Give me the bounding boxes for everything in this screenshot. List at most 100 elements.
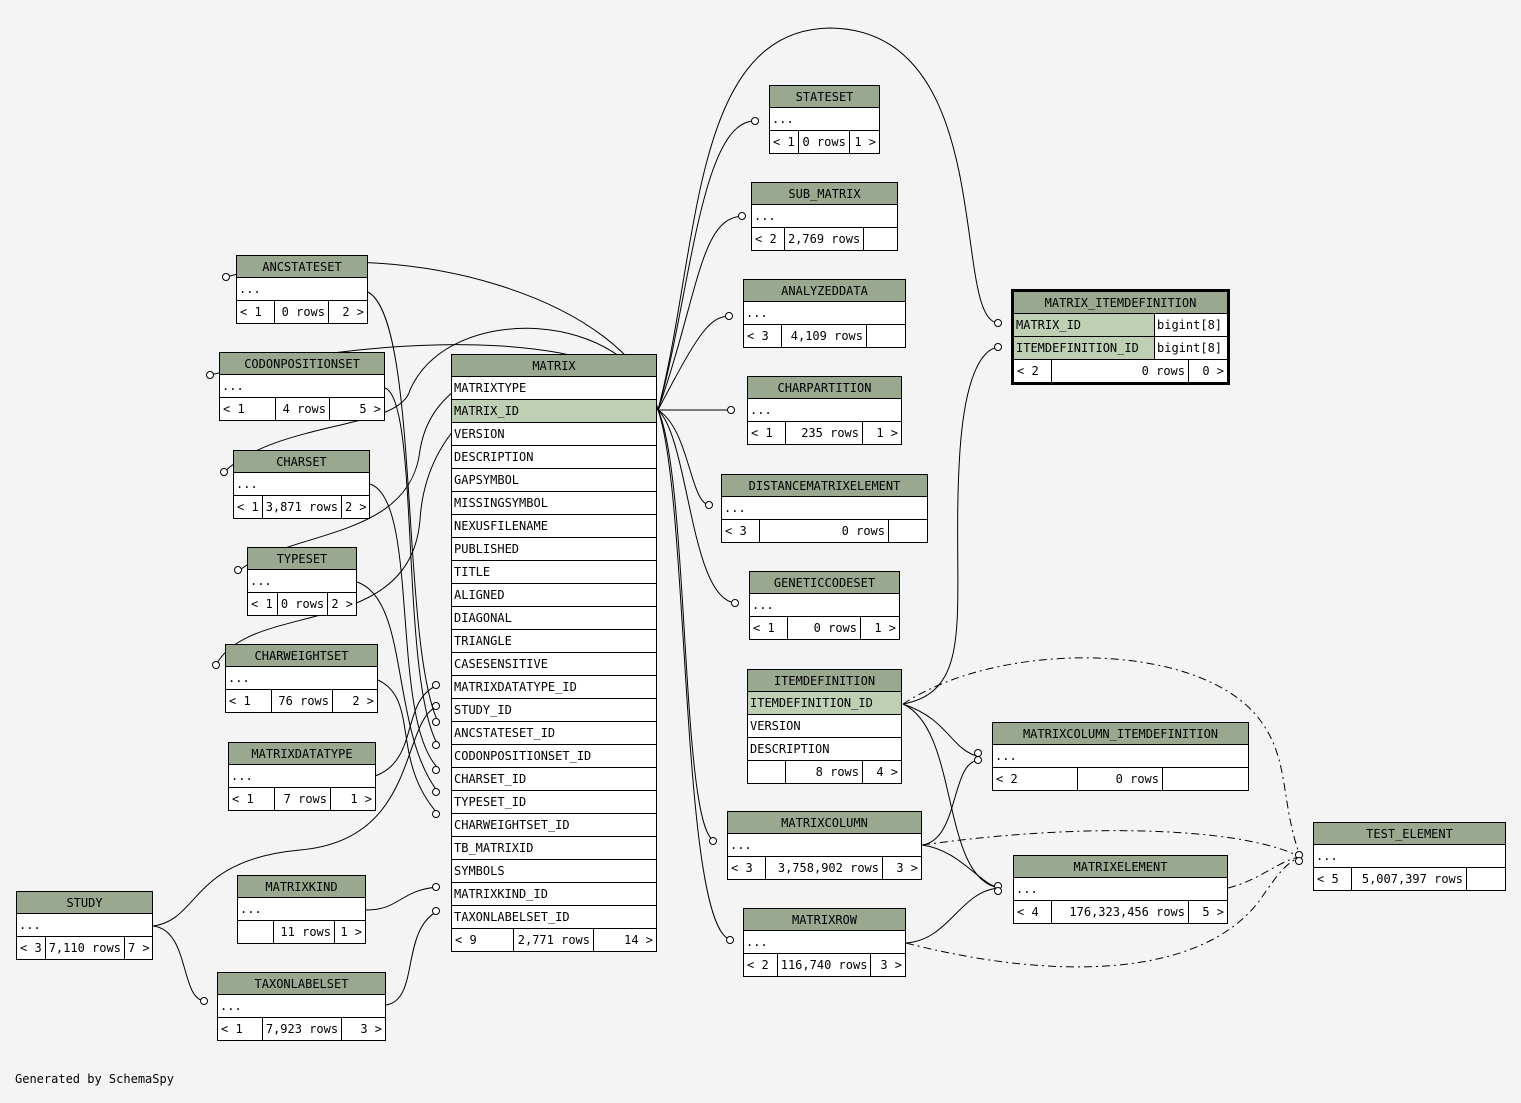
- table-title[interactable]: MATRIXCOLUMN: [728, 812, 921, 834]
- child-count[interactable]: [867, 325, 905, 347]
- table-title[interactable]: CHARWEIGHTSET: [226, 645, 377, 667]
- column-matrix-id[interactable]: MATRIX_ID bigint[8]: [1014, 314, 1227, 337]
- table-charpartition[interactable]: CHARPARTITION ... < 1 235 rows 1 >: [747, 376, 902, 445]
- parent-count[interactable]: < 2: [993, 768, 1078, 790]
- table-typeset[interactable]: TYPESET ... < 1 0 rows 2 >: [247, 547, 357, 616]
- table-title[interactable]: STATESET: [770, 86, 879, 108]
- column-matrixkind-id[interactable]: MATRIXKIND_ID: [452, 883, 656, 906]
- column-version[interactable]: VERSION: [452, 423, 656, 446]
- child-count[interactable]: 1 >: [340, 925, 362, 939]
- parent-count[interactable]: < 4: [1014, 901, 1052, 923]
- column-matrixdatatype-id[interactable]: MATRIXDATATYPE_ID: [452, 676, 656, 699]
- column-taxonlabelset-id[interactable]: TAXONLABELSET_ID: [452, 906, 656, 929]
- child-count[interactable]: [889, 520, 927, 542]
- table-title[interactable]: MATRIXDATATYPE: [229, 743, 375, 765]
- parent-count[interactable]: < 3: [17, 937, 46, 959]
- column-tb-matrixid[interactable]: TB_MATRIXID: [452, 837, 656, 860]
- table-charset[interactable]: CHARSET ... < 1 3,871 rows 2 >: [233, 450, 370, 519]
- column-matrix-id[interactable]: MATRIX_ID: [452, 400, 656, 423]
- table-matrixrow[interactable]: MATRIXROW ... < 2 116,740 rows 3 >: [743, 908, 906, 977]
- table-sub-matrix[interactable]: SUB_MATRIX ... < 2 2,769 rows: [751, 182, 898, 251]
- column-study-id[interactable]: STUDY_ID: [452, 699, 656, 722]
- parent-count[interactable]: < 1: [220, 398, 276, 420]
- column-diagonal[interactable]: DIAGONAL: [452, 607, 656, 630]
- table-codonpositionset[interactable]: CODONPOSITIONSET ... < 1 4 rows 5 >: [219, 352, 385, 421]
- table-taxonlabelset[interactable]: TAXONLABELSET ... < 1 7,923 rows 3 >: [217, 972, 386, 1041]
- column-typeset-id[interactable]: TYPESET_ID: [452, 791, 656, 814]
- column-aligned[interactable]: ALIGNED: [452, 584, 656, 607]
- table-title[interactable]: SUB_MATRIX: [752, 183, 897, 205]
- child-count[interactable]: 14 >: [624, 933, 653, 947]
- child-count[interactable]: 4 >: [876, 765, 898, 779]
- column-charweightset-id[interactable]: CHARWEIGHTSET_ID: [452, 814, 656, 837]
- parent-count[interactable]: < 1: [226, 690, 272, 712]
- column-published[interactable]: PUBLISHED: [452, 538, 656, 561]
- parent-count[interactable]: < 1: [750, 617, 788, 639]
- table-itemdefinition[interactable]: ITEMDEFINITION ITEMDEFINITION_ID VERSION…: [747, 669, 902, 784]
- parent-count[interactable]: < 2: [744, 954, 778, 976]
- table-title[interactable]: MATRIX: [452, 355, 656, 377]
- table-matrixdatatype[interactable]: MATRIXDATATYPE ... < 1 7 rows 1 >: [228, 742, 376, 811]
- child-count[interactable]: 1 >: [350, 792, 372, 806]
- child-count[interactable]: 5 >: [1202, 905, 1224, 919]
- parent-count[interactable]: [748, 761, 786, 783]
- column-casesensitive[interactable]: CASESENSITIVE: [452, 653, 656, 676]
- table-matrixcolumn[interactable]: MATRIXCOLUMN ... < 3 3,758,902 rows 3 >: [727, 811, 922, 880]
- table-title[interactable]: ANCSTATESET: [237, 256, 367, 278]
- table-title[interactable]: ANALYZEDDATA: [744, 280, 905, 302]
- parent-count[interactable]: < 5: [1314, 868, 1352, 890]
- parent-count[interactable]: < 1: [248, 593, 278, 615]
- parent-count[interactable]: < 1: [229, 788, 275, 810]
- table-title[interactable]: CODONPOSITIONSET: [220, 353, 384, 375]
- column-nexusfilename[interactable]: NEXUSFILENAME: [452, 515, 656, 538]
- table-title[interactable]: CHARSET: [234, 451, 369, 473]
- child-count[interactable]: 2 >: [344, 500, 367, 514]
- child-count[interactable]: 2 >: [342, 305, 364, 319]
- column-triangle[interactable]: TRIANGLE: [452, 630, 656, 653]
- table-charweightset[interactable]: CHARWEIGHTSET ... < 1 76 rows 2 >: [225, 644, 378, 713]
- column-ancstateset-id[interactable]: ANCSTATESET_ID: [452, 722, 656, 745]
- parent-count[interactable]: < 3: [744, 325, 782, 347]
- child-count[interactable]: 3 >: [360, 1022, 382, 1036]
- parent-count[interactable]: < 1: [770, 131, 800, 153]
- parent-count[interactable]: < 1: [218, 1018, 263, 1040]
- parent-count[interactable]: [238, 921, 274, 943]
- parent-count[interactable]: < 3: [728, 857, 766, 879]
- child-count[interactable]: 7 >: [127, 941, 150, 955]
- table-stateset[interactable]: STATESET ... < 1 0 rows 1 >: [769, 85, 880, 154]
- parent-count[interactable]: < 2: [752, 228, 785, 250]
- child-count[interactable]: 1 >: [854, 135, 876, 149]
- table-title[interactable]: DISTANCEMATRIXELEMENT: [722, 475, 927, 497]
- column-version[interactable]: VERSION: [748, 715, 901, 738]
- parent-count[interactable]: < 1: [748, 422, 786, 444]
- parent-count[interactable]: < 1: [237, 301, 275, 323]
- table-matrixelement[interactable]: MATRIXELEMENT ... < 4 176,323,456 rows 5…: [1013, 855, 1228, 924]
- child-count[interactable]: 3 >: [896, 861, 918, 875]
- child-count[interactable]: [1467, 868, 1505, 890]
- column-symbols[interactable]: SYMBOLS: [452, 860, 656, 883]
- table-matrixkind[interactable]: MATRIXKIND ... 11 rows 1 >: [237, 875, 366, 944]
- column-itemdefinition-id[interactable]: ITEMDEFINITION_ID: [748, 692, 901, 715]
- column-missingsymbol[interactable]: MISSINGSYMBOL: [452, 492, 656, 515]
- table-title[interactable]: MATRIXCOLUMN_ITEMDEFINITION: [993, 723, 1248, 745]
- column-charset-id[interactable]: CHARSET_ID: [452, 768, 656, 791]
- child-count[interactable]: 5 >: [359, 402, 381, 416]
- table-title[interactable]: STUDY: [17, 892, 152, 914]
- parent-count[interactable]: < 2: [1014, 360, 1052, 382]
- column-codonpositionset-id[interactable]: CODONPOSITIONSET_ID: [452, 745, 656, 768]
- table-title[interactable]: MATRIXKIND: [238, 876, 365, 898]
- parent-count[interactable]: < 1: [234, 496, 263, 518]
- table-title[interactable]: TYPESET: [248, 548, 356, 570]
- table-title[interactable]: GENETICCODESET: [750, 572, 899, 594]
- column-matrixtype[interactable]: MATRIXTYPE: [452, 377, 656, 400]
- table-title[interactable]: ITEMDEFINITION: [748, 670, 901, 692]
- child-count[interactable]: 2 >: [331, 597, 353, 611]
- table-title[interactable]: MATRIX_ITEMDEFINITION: [1014, 292, 1227, 314]
- child-count[interactable]: 1 >: [874, 621, 896, 635]
- table-title[interactable]: TAXONLABELSET: [218, 973, 385, 995]
- table-ancstateset[interactable]: ANCSTATESET ... < 1 0 rows 2 >: [236, 255, 368, 324]
- child-count[interactable]: 0 >: [1202, 364, 1224, 378]
- table-title[interactable]: MATRIXROW: [744, 909, 905, 931]
- column-description[interactable]: DESCRIPTION: [748, 738, 901, 761]
